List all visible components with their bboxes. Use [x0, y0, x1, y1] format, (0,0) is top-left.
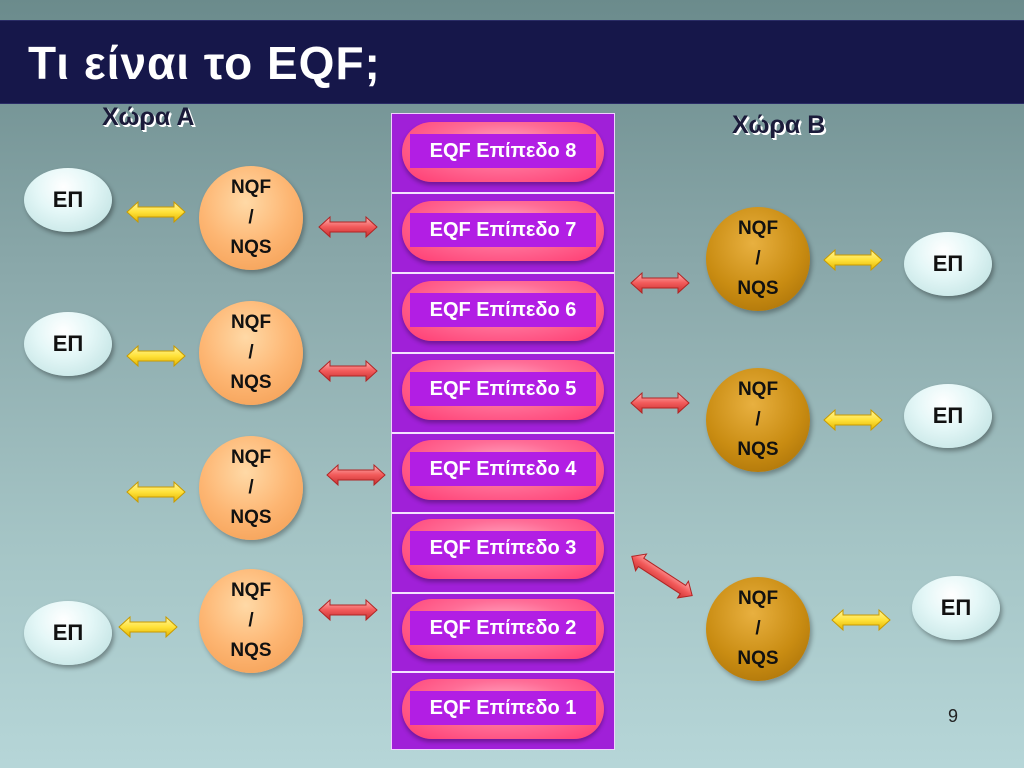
eqf-level-label: EQF Επίπεδο 3: [410, 531, 596, 565]
ladder-separator: [392, 432, 614, 434]
ladder-separator: [392, 512, 614, 514]
nqf-line3: NQS: [737, 439, 779, 460]
double-arrow-icon: [126, 480, 186, 504]
country-b-label: Χώρα Β: [732, 111, 826, 139]
double-arrow-icon: [630, 271, 690, 295]
nqf-line1: NQF: [230, 312, 272, 333]
ep-node-a2: ΕΠ: [24, 312, 112, 376]
eqf-level-1: EQF Επίπεδο 1: [402, 679, 604, 739]
eqf-level-label: EQF Επίπεδο 6: [410, 293, 596, 327]
nqf-node-a2: NQF / NQS: [199, 301, 303, 405]
double-arrow-icon: [318, 359, 378, 383]
eqf-level-label: EQF Επίπεδο 2: [410, 611, 596, 645]
double-arrow-icon: [126, 344, 186, 368]
eqf-level-label: EQF Επίπεδο 4: [410, 452, 596, 486]
nqf-line1: NQF: [230, 580, 272, 601]
nqf-line1: NQF: [737, 588, 779, 609]
nqf-line2: /: [755, 409, 761, 430]
nqf-line3: NQS: [737, 278, 779, 299]
double-arrow-icon: [823, 248, 883, 272]
nqf-line3: NQS: [737, 648, 779, 669]
ep-node-b1: ΕΠ: [904, 232, 992, 296]
double-arrow-icon: [831, 608, 891, 632]
nqf-node-a4: NQF / NQS: [199, 569, 303, 673]
double-arrow-icon: [318, 598, 378, 622]
eqf-level-2: EQF Επίπεδο 2: [402, 599, 604, 659]
eqf-level-7: EQF Επίπεδο 7: [402, 201, 604, 261]
nqf-line1: NQF: [737, 379, 779, 400]
double-arrow-icon: [126, 200, 186, 224]
nqf-node-a3: NQF / NQS: [199, 436, 303, 540]
slide-title: Τι είναι το EQF;: [28, 37, 381, 89]
ep-node-b2: ΕΠ: [904, 384, 992, 448]
nqf-node-a1: NQF / NQS: [199, 166, 303, 270]
eqf-ladder: EQF Επίπεδο 8 EQF Επίπεδο 7 EQF Επίπεδο …: [391, 113, 615, 750]
double-arrow-icon: [326, 463, 386, 487]
title-bar: [0, 20, 1024, 104]
ladder-separator: [392, 192, 614, 194]
nqf-line1: NQF: [230, 177, 272, 198]
nqf-line3: NQS: [230, 237, 272, 258]
eqf-level-label: EQF Επίπεδο 8: [410, 134, 596, 168]
ep-node-a3: ΕΠ: [24, 601, 112, 665]
nqf-line3: NQS: [230, 507, 272, 528]
eqf-level-label: EQF Επίπεδο 1: [410, 691, 596, 725]
nqf-node-b2: NQF / NQS: [706, 368, 810, 472]
nqf-node-b1: NQF / NQS: [706, 207, 810, 311]
eqf-level-label: EQF Επίπεδο 5: [410, 372, 596, 406]
nqf-line2: /: [248, 477, 254, 498]
nqf-line2: /: [248, 207, 254, 228]
ladder-separator: [392, 272, 614, 274]
nqf-line2: /: [755, 248, 761, 269]
eqf-level-3: EQF Επίπεδο 3: [402, 519, 604, 579]
nqf-line3: NQS: [230, 640, 272, 661]
ladder-separator: [392, 671, 614, 673]
page-number: 9: [948, 706, 959, 726]
nqf-line2: /: [755, 618, 761, 639]
ep-node-b3: ΕΠ: [912, 576, 1000, 640]
eqf-level-8: EQF Επίπεδο 8: [402, 122, 604, 182]
nqf-line1: NQF: [737, 218, 779, 239]
double-arrow-icon: [318, 215, 378, 239]
double-arrow-icon: [118, 615, 178, 639]
double-arrow-icon: [823, 408, 883, 432]
nqf-node-b3: NQF / NQS: [706, 577, 810, 681]
nqf-line3: NQS: [230, 372, 272, 393]
eqf-level-5: EQF Επίπεδο 5: [402, 360, 604, 420]
eqf-level-label: EQF Επίπεδο 7: [410, 213, 596, 247]
eqf-level-4: EQF Επίπεδο 4: [402, 440, 604, 500]
nqf-line1: NQF: [230, 447, 272, 468]
double-arrow-icon: [631, 553, 693, 599]
country-a-label: Χώρα Α: [102, 103, 195, 131]
ladder-separator: [392, 352, 614, 354]
nqf-line2: /: [248, 610, 254, 631]
ep-node-a1: ΕΠ: [24, 168, 112, 232]
eqf-level-6: EQF Επίπεδο 6: [402, 281, 604, 341]
ladder-separator: [392, 592, 614, 594]
double-arrow-icon: [630, 391, 690, 415]
nqf-line2: /: [248, 342, 254, 363]
